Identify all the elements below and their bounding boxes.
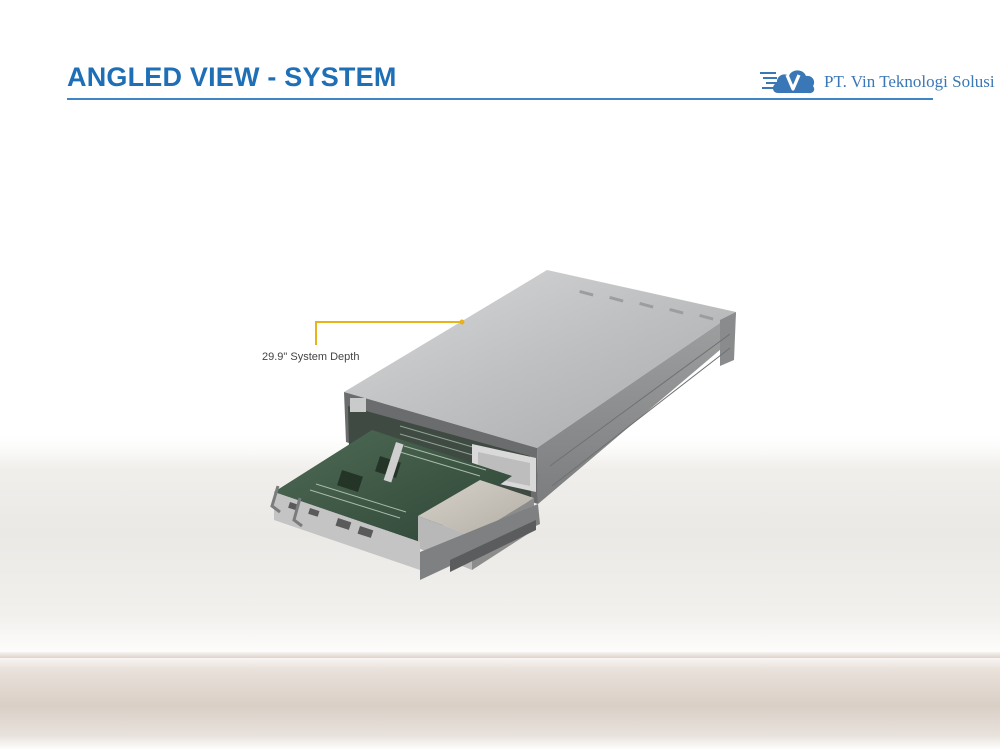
depth-callout-line [315, 319, 465, 345]
company-name: PT. Vin Teknologi Solusi [824, 72, 995, 91]
page-title: ANGLED VIEW - SYSTEM [67, 62, 397, 92]
system-depth-label: 29.9" System Depth [262, 351, 360, 363]
server-chassis-image [270, 270, 736, 580]
company-logo: PT. Vin Teknologi Solusi [756, 63, 995, 99]
background-band-strong [0, 652, 1000, 750]
title-underline [67, 98, 933, 100]
cloud-v-icon [760, 70, 815, 94]
